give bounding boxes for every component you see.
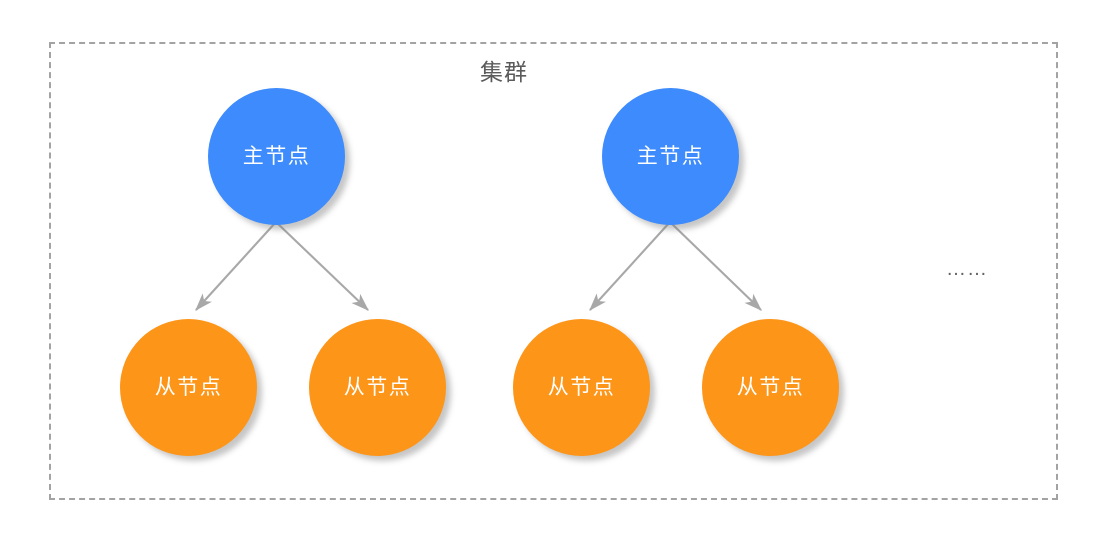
master-node-1[interactable]: 主节点: [208, 88, 345, 225]
slave-node-1-2[interactable]: 从节点: [309, 319, 446, 456]
master-node-2[interactable]: 主节点: [602, 88, 739, 225]
slave-node-2-2[interactable]: 从节点: [702, 319, 839, 456]
slave-node-2-1-label: 从节点: [547, 376, 616, 399]
slave-node-1-1[interactable]: 从节点: [120, 319, 257, 456]
master-node-2-label: 主节点: [636, 145, 705, 168]
cluster-boundary: [49, 42, 1058, 500]
slave-node-2-2-label: 从节点: [736, 376, 805, 399]
slave-node-1-2-label: 从节点: [343, 376, 412, 399]
cluster-title: 集群: [480, 59, 528, 85]
master-node-1-label: 主节点: [242, 145, 311, 168]
slave-node-1-1-label: 从节点: [154, 376, 223, 399]
slave-node-2-1[interactable]: 从节点: [513, 319, 650, 456]
continuation-ellipsis: ……: [946, 258, 988, 280]
